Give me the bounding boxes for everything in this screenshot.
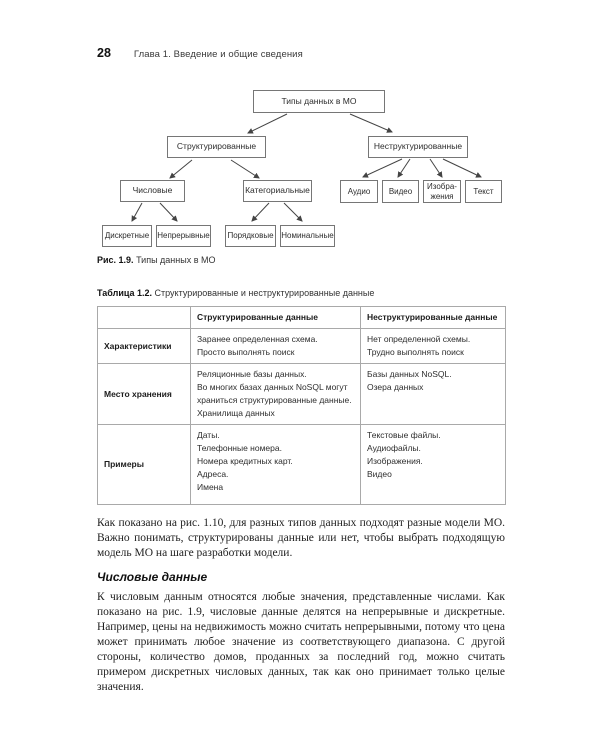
diagram-node-video: Видео <box>382 180 419 203</box>
page-header: 28 Глава 1. Введение и общие сведения <box>97 46 303 60</box>
cell-characteristics-structured: Заранее определенная схема. Просто выпол… <box>190 328 361 364</box>
body-paragraph-2: К числовым данным относятся любые значен… <box>97 591 505 693</box>
data-comparison-table: Структурированные данные Неструктурирова… <box>97 306 506 505</box>
table-caption: Таблица 1.2. Структурированные и неструк… <box>97 288 374 298</box>
diagram-arrows <box>131 113 482 222</box>
cell-examples-unstructured: Текстовые файлы. Аудиофайлы. Изображения… <box>360 424 506 505</box>
diagram-node-discrete: Дискретные <box>102 225 152 247</box>
diagram-node-nominal: Номинальные <box>280 225 335 247</box>
diagram-node-root: Типы данных в МО <box>253 90 385 113</box>
figure-caption-text: Типы данных в МО <box>133 255 216 265</box>
diagram-node-numeric: Числовые <box>120 180 185 202</box>
diagram-node-audio: Аудио <box>340 180 378 203</box>
row-label-examples: Примеры <box>97 424 191 505</box>
table-header-unstructured: Неструктурированные данные <box>360 306 506 329</box>
page-number: 28 <box>97 46 111 60</box>
table-header-empty <box>97 306 191 329</box>
table-row: Место хранения Реляционные базы данных. … <box>97 363 506 425</box>
table-row: Примеры Даты. Телефонные номера. Номера … <box>97 424 506 505</box>
data-types-diagram: Типы данных в МО Структурированные Нестр… <box>0 0 600 280</box>
cell-characteristics-unstructured: Нет определенной схемы. Трудно выполнять… <box>360 328 506 364</box>
row-label-storage: Место хранения <box>97 363 191 425</box>
table-caption-label: Таблица 1.2. <box>97 288 153 298</box>
diagram-node-text: Текст <box>465 180 502 203</box>
chapter-title: Глава 1. Введение и общие сведения <box>133 49 303 60</box>
table-row: Характеристики Заранее определенная схем… <box>97 328 506 364</box>
section-heading: Числовые данные <box>97 570 208 584</box>
table-caption-text: Структурированные и неструктурированные … <box>152 288 375 298</box>
diagram-node-ordinal: Порядковые <box>225 225 276 247</box>
row-label-characteristics: Характеристики <box>97 328 191 364</box>
diagram-node-images: Изобра- жения <box>423 180 461 203</box>
diagram-node-unstructured: Неструктурированные <box>368 136 468 158</box>
table-header-row: Структурированные данные Неструктурирова… <box>97 306 506 329</box>
diagram-node-categorical: Категориальные <box>243 180 312 202</box>
body-paragraph-1: Как показано на рис. 1.10, для разных ти… <box>97 517 505 559</box>
table-header-structured: Структурированные данные <box>190 306 361 329</box>
diagram-node-structured: Структурированные <box>167 136 266 158</box>
cell-storage-structured: Реляционные базы данных. Во многих базах… <box>190 363 361 425</box>
figure-caption-label: Рис. 1.9. <box>97 255 134 265</box>
diagram-node-continuous: Непрерывные <box>156 225 211 247</box>
figure-caption: Рис. 1.9. Типы данных в МО <box>97 255 215 265</box>
cell-examples-structured: Даты. Телефонные номера. Номера кредитны… <box>190 424 361 505</box>
cell-storage-unstructured: Базы данных NoSQL. Озера данных <box>360 363 506 425</box>
